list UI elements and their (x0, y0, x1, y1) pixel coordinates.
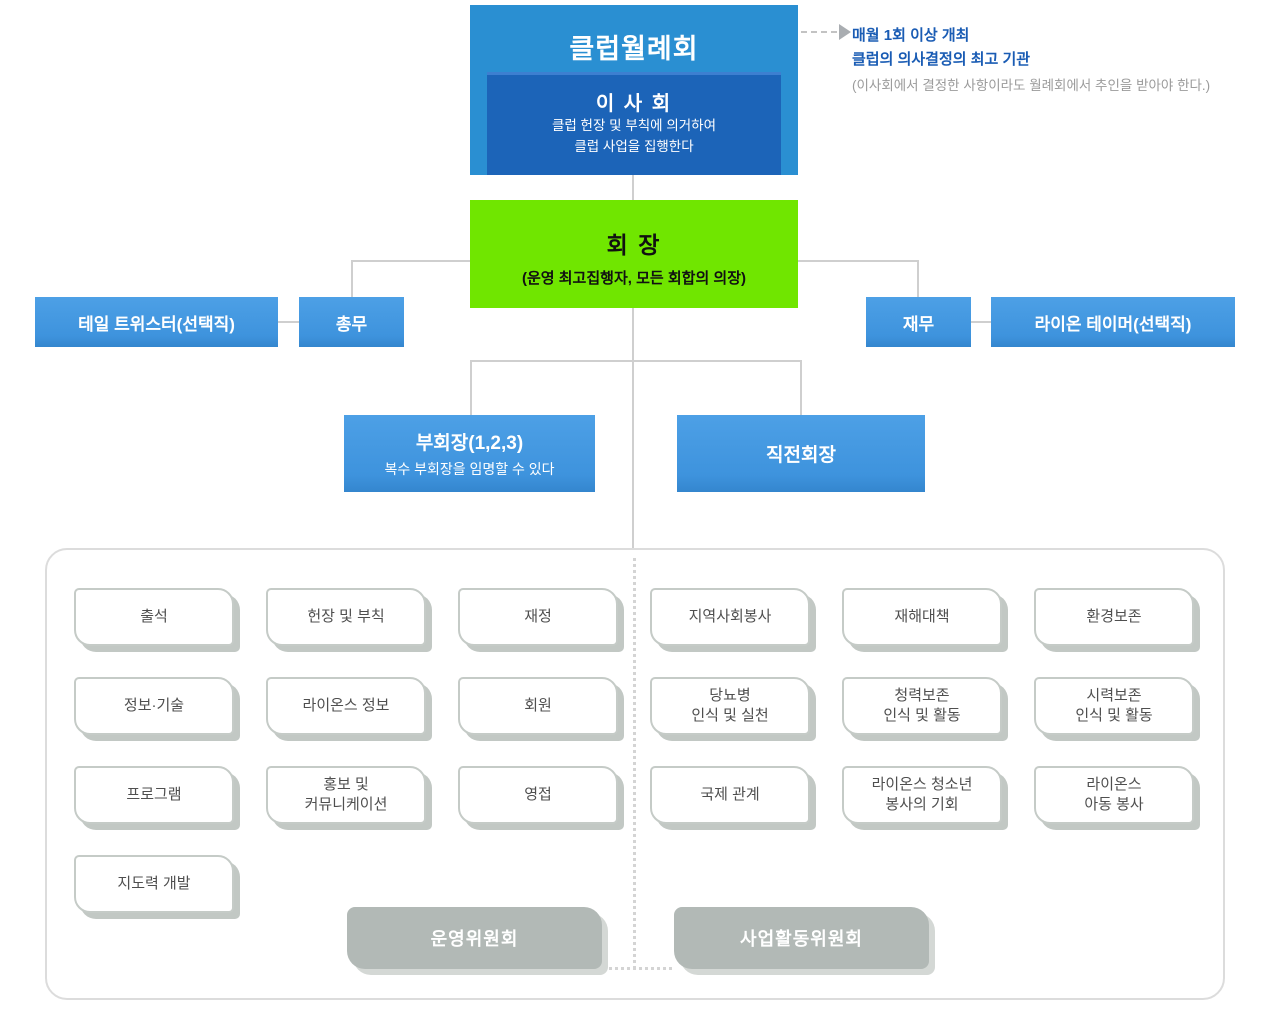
officer-treasurer: 재무 (866, 297, 971, 347)
connector-line (798, 260, 918, 262)
vice-president-title: 부회장(1,2,3) (415, 433, 524, 454)
committee-programs: 프로그램 (74, 766, 234, 824)
board-desc-line2: 클럽 사업을 집행한다 (574, 138, 694, 154)
operating-committees-grid: 출석 헌장 및 부칙 재정 정보·기술 라이온스 정보 회원 프로그램 홍보 및… (74, 588, 618, 913)
connector-line (632, 175, 634, 200)
connector-line (971, 321, 991, 323)
connector-line (917, 260, 919, 297)
committees-container: 출석 헌장 및 부칙 재정 정보·기술 라이온스 정보 회원 프로그램 홍보 및… (45, 548, 1225, 1000)
president-box: 회 장 (운영 최고집행자, 모든 회합의 의장) (470, 200, 798, 308)
committee-disaster-relief: 재해대책 (842, 588, 1002, 646)
arrow-right-icon (839, 24, 851, 40)
board-desc-line1: 클럽 헌장 및 부칙에 의거하여 (551, 118, 717, 133)
president-subtitle: (운영 최고집행자, 모든 회합의 의장) (521, 270, 747, 287)
note-annotation: 매월 1회 이상 개최 클럽의 의사결정의 최고 기관 (이사회에서 결정한 사… (852, 24, 1262, 98)
committee-information-technology: 정보·기술 (74, 677, 234, 735)
dotted-divider-horizontal (602, 967, 672, 970)
board-box: 이 사 회 클럽 헌장 및 부칙에 의거하여 클럽 사업을 집행한다 (487, 72, 781, 175)
note-line3: (이사회에서 결정한 사항이라도 월례회에서 추인을 받아야 한다.) (852, 77, 1211, 93)
note-dashed-line (801, 31, 837, 33)
activity-committee-label: 사업활동위원회 (674, 907, 929, 969)
connector-line (351, 260, 353, 297)
committee-attendance: 출석 (74, 588, 234, 646)
officer-secretary: 총무 (299, 297, 404, 347)
committee-finance: 재정 (458, 588, 618, 646)
committee-community-service: 지역사회봉사 (650, 588, 810, 646)
monthly-meeting-title: 클럽월례회 (569, 34, 699, 64)
past-president-title: 직전회장 (766, 445, 836, 466)
committee-membership: 회원 (458, 677, 618, 735)
committee-constitution-bylaws: 헌장 및 부칙 (266, 588, 426, 646)
officer-lion-tamer: 라이온 테이머(선택직) (991, 297, 1235, 347)
connector-line (351, 260, 470, 262)
connector-line (800, 360, 802, 415)
vice-president-subtitle: 복수 부회장을 임명할 수 있다 (384, 461, 555, 477)
operating-committee-label: 운영위원회 (347, 907, 602, 969)
board-title: 이 사 회 (595, 93, 673, 115)
committee-international-relations: 국제 관계 (650, 766, 810, 824)
connector-line (632, 308, 634, 548)
officer-tail-twister: 테일 트위스터(선택직) (35, 297, 278, 347)
committee-lions-information: 라이온스 정보 (266, 677, 426, 735)
note-line1: 매월 1회 이상 개최 (852, 27, 970, 44)
committee-environment: 환경보존 (1034, 588, 1194, 646)
committee-reception: 영접 (458, 766, 618, 824)
note-line2: 클럽의 의사결정의 최고 기관 (852, 51, 1031, 69)
committee-leadership-development: 지도력 개발 (74, 855, 234, 913)
vice-president-box: 부회장(1,2,3) 복수 부회장을 임명할 수 있다 (344, 415, 595, 492)
connector-line (278, 321, 299, 323)
connector-line (470, 360, 472, 415)
dotted-divider-vertical (633, 558, 636, 969)
connector-line (470, 360, 801, 362)
past-president-box: 직전회장 (677, 415, 925, 492)
president-title: 회 장 (606, 232, 662, 258)
